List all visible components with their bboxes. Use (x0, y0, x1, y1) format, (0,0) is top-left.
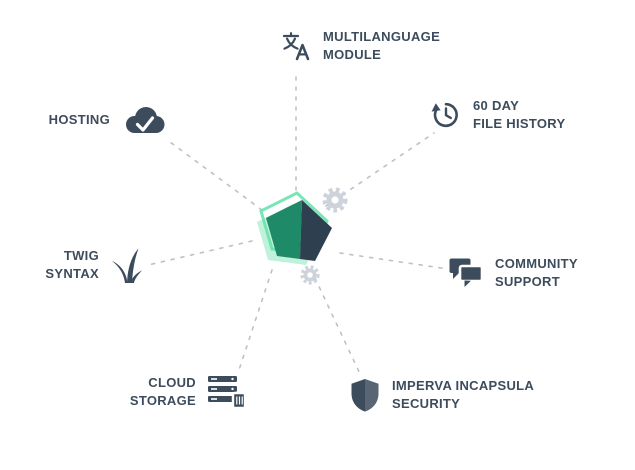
connector-security (314, 277, 362, 377)
twig-icon (112, 248, 142, 283)
feature-file-history: 60 DAY FILE HISTORY (431, 97, 565, 133)
feature-label-multilanguage: MULTILANGUAGE MODULE (323, 29, 441, 62)
gear-icon (300, 265, 320, 285)
logo-right-face (300, 200, 332, 261)
chat-bubbles-icon (449, 258, 483, 287)
feature-label-hosting: HOSTING (48, 112, 110, 127)
history-icon (431, 102, 458, 128)
logo-left-face (266, 200, 302, 259)
translate-icon (282, 32, 310, 61)
feature-hosting: HOSTING (49, 105, 166, 135)
server-stack-icon (208, 376, 246, 409)
gear-icon (322, 187, 348, 213)
feature-community-support: COMMUNITY SUPPORT (449, 255, 578, 291)
feature-multilanguage: MULTILANGUAGE MODULE (281, 28, 440, 64)
connector-twig (147, 240, 253, 266)
feature-security: IMPERVA INCAPSULA SECURITY (350, 377, 534, 413)
connector-community (339, 252, 449, 270)
feature-label-storage: CLOUD STORAGE (129, 375, 196, 408)
feature-label-twig: TWIG SYNTAX (45, 248, 99, 281)
central-logo (257, 191, 332, 265)
feature-label-file-history: 60 DAY FILE HISTORY (473, 98, 566, 131)
connector-storage (237, 269, 273, 374)
connector-hosting (165, 138, 263, 211)
shield-icon (351, 379, 379, 412)
feature-cloud-storage: CLOUD STORAGE (130, 374, 246, 410)
feature-twig-syntax: TWIG SYNTAX (45, 246, 143, 284)
cloud-check-icon (126, 107, 165, 133)
feature-label-community: COMMUNITY SUPPORT (495, 256, 578, 289)
feature-label-security: IMPERVA INCAPSULA SECURITY (392, 378, 535, 411)
